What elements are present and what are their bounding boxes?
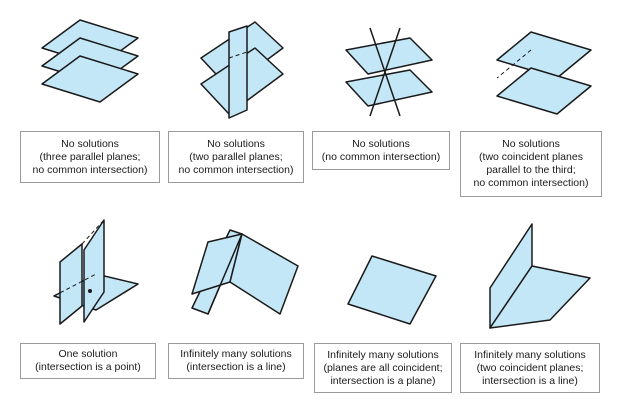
three-parallel-planes-figure [41, 19, 139, 103]
caption-two-parallel-planes: No solutions (two parallel planes; no co… [168, 131, 304, 183]
caption-two-coincident-one-line: Infinitely many solutions (two coinciden… [460, 343, 600, 393]
caption-intersection-point: One solution (intersection is a point) [20, 343, 156, 379]
two-coincident-one-line-figure [489, 223, 591, 329]
caption-intersection-line: Infinitely many solutions (intersection … [168, 343, 304, 379]
intersection-line-figure [191, 229, 299, 315]
caption-coincident-and-parallel: No solutions (two coincident planes para… [460, 131, 602, 197]
caption-coincident-planes: Infinitely many solutions (planes are al… [314, 343, 452, 393]
coincident-and-parallel-figure [496, 31, 592, 115]
two-parallel-planes-figure [200, 21, 284, 119]
caption-no-common-intersection: No solutions (no common intersection) [312, 131, 450, 170]
caption-three-parallel-planes: No solutions (three parallel planes; no … [20, 131, 160, 183]
coincident-planes-figure [347, 255, 437, 325]
no-common-intersection-figure [345, 27, 433, 117]
intersection-point-figure [53, 219, 139, 325]
intersection-point [88, 289, 92, 293]
